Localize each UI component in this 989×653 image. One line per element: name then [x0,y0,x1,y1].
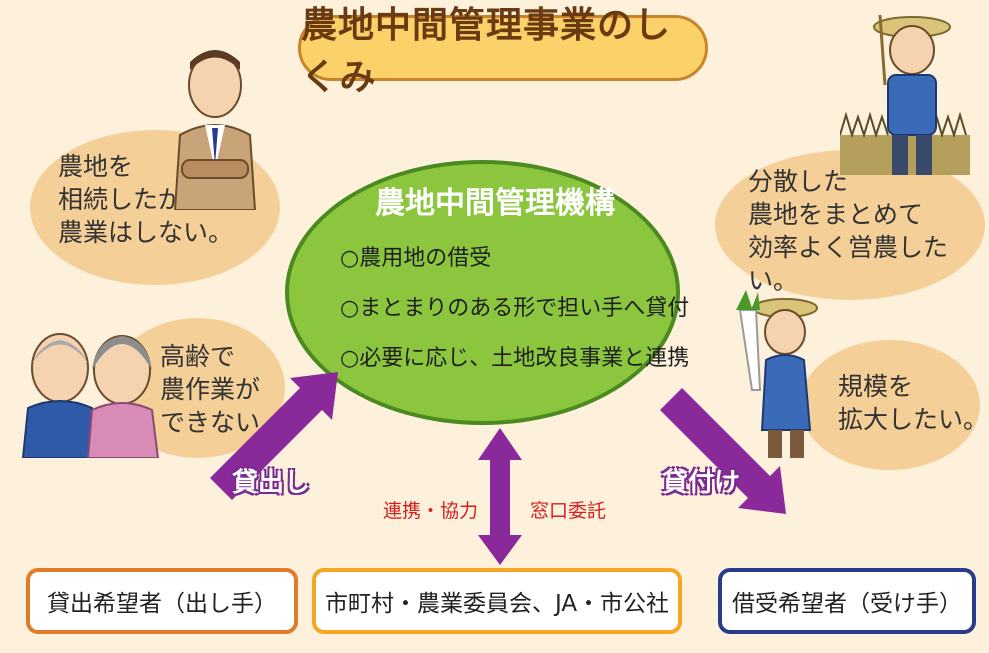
lender-box: 貸出希望者（出し手） [26,568,298,634]
bubble-line: 拡大したい。 [838,405,989,434]
bubble-line: 効率よく営農したい。 [748,233,949,295]
municipal-box: 市町村・農業委員会、JA・市公社 [312,568,682,634]
lend-label: 貸付け [662,468,741,498]
elderly-couple-illustration [21,333,160,458]
businessman-illustration [173,50,257,210]
farmer-man-illustration [840,14,970,175]
cooperation-label: 連携・協力 [383,500,479,522]
bubble-line: 農地を [58,152,134,181]
window-label: 窓口委託 [530,500,607,522]
farmer-woman-illustration [736,290,818,458]
bubble-line: 農作業が [160,375,261,404]
organization-role: ○まとまりのある形で担い手へ貸付 [340,296,690,321]
cooperation-arrow [478,428,522,565]
organization-name: 農地中間管理機構 [375,186,615,221]
organization-role: ○農用地の借受 [340,246,492,271]
lend-out-arrow [210,372,338,500]
bubble-line: 農業はしない。 [58,218,234,247]
bubble-expand [800,340,980,470]
lend-arrow [660,388,786,514]
bubble-consolidate-text: 分散した 農地をまとめて 効率よく営農したい。 [748,165,989,297]
bubble-line: 農地をまとめて [748,200,924,229]
bubble-line: 規模を [838,372,914,401]
bubble-line: 高齢で [160,342,236,371]
lend-out-label: 貸出し [232,468,311,498]
bubble-elderly-text: 高齢で 農作業が できない。 [160,340,285,439]
borrower-box: 借受希望者（受け手） [718,568,976,634]
organization-ellipse [285,160,680,425]
organization-role: ○必要に応じ、土地改良事業と連携 [340,346,690,371]
bubble-expand-text: 規模を 拡大したい。 [838,370,988,436]
bubble-line: 分散した [748,167,849,196]
bubble-inherit-text: 農地を 相続したが、 農業はしない。 [58,150,233,249]
